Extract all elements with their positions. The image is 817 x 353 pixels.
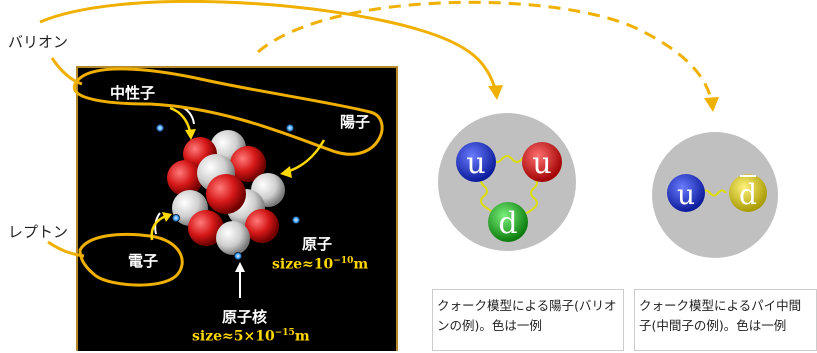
arrowhead [704,97,719,112]
up-quark-red [522,142,562,182]
up-quark-blue [456,142,496,182]
proton-ball [167,160,203,196]
electron-dot [234,252,242,260]
electron-dot [172,214,180,222]
proton-ball [245,209,279,243]
proton-ball [206,174,246,214]
baryon-circle [72,67,384,156]
arrowhead [280,166,292,178]
neutron-ball [216,221,250,255]
electron-dot [156,124,164,132]
lepton-label: レプトン [8,223,69,241]
atom-text: 原子 [302,235,333,253]
proton-ball [188,210,224,246]
lepton-connector [47,240,85,258]
atom-size-text: size≈10−10m [272,256,369,273]
electron-dot [292,216,300,224]
arrowhead [162,212,172,222]
electron-arrow [150,214,167,241]
baryon-to-proton-arrow [39,0,498,93]
down-quark-green [488,202,528,242]
proton-text: 陽子 [340,113,371,131]
electron-dot [286,124,294,132]
baryon-label: バリオン [8,33,69,51]
baryon-to-pion-arrow [257,0,714,105]
quark-letter: u [677,178,695,211]
proton-quark-model: u u d [438,113,576,251]
neutron-text: 中性子 [110,84,156,102]
pion-quark-model: u d [652,132,778,258]
proton-ball [230,146,266,182]
arrowhead [185,129,196,140]
electron-text: 電子 [128,252,159,270]
arrowhead [488,85,503,100]
nucleus-size-text: size≈5×10−15m [192,328,310,345]
nucleus-text: 原子核 [222,308,268,326]
quark-letter: u [466,146,485,181]
gluon-line [480,175,495,213]
baryon-connector [50,57,83,86]
anti-down-quark-yellow [729,174,767,212]
gluon-line [701,189,727,197]
quark-letter: u [532,146,551,181]
up-quark-blue [667,174,705,212]
lepton-circle [78,232,184,287]
gluon-line [523,177,538,215]
neutron-arrow [169,106,192,133]
atom-nucleus-graphic [154,105,300,298]
atom-illustration: 中性子 陽子 電子 原子 size≈10−10m 原子核 size≈5×10−1… [76,66,398,351]
quark-letter: d [739,178,757,211]
nucleus-arrowhead [235,262,245,272]
quark-letter: d [498,206,517,241]
